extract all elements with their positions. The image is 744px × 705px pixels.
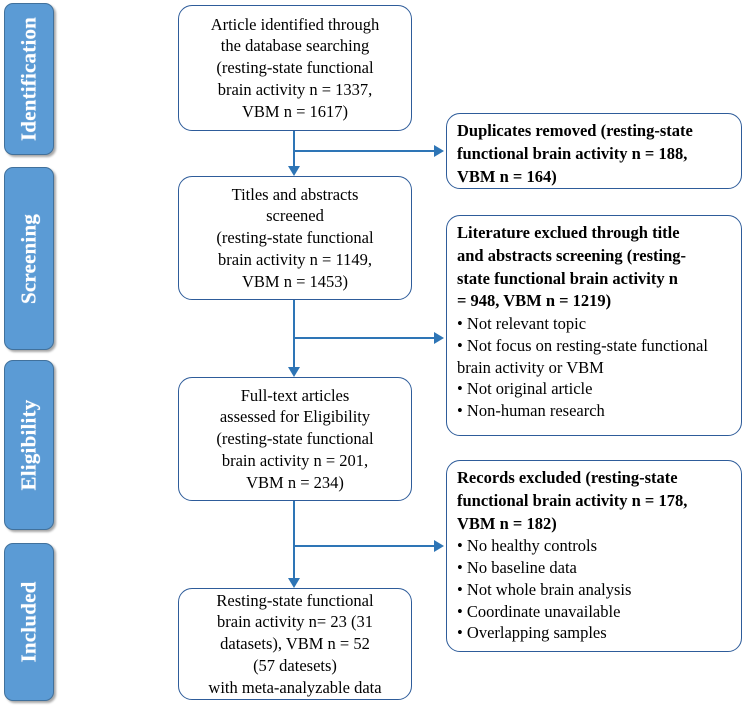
box-litexcluded-bullet-2: Not focus on resting-state functional br… — [457, 335, 731, 379]
box-included-line-5: with meta-analyzable data — [208, 677, 382, 697]
box-included-studies: Resting-state functional brain activity … — [178, 588, 412, 700]
stage-label-included: Included — [16, 581, 41, 663]
box-identified-line-3: (resting-state functional — [216, 58, 374, 78]
box-screened-line-5: VBM n = 1453) — [241, 271, 349, 291]
box-fulltext-line-1: Full-text articles — [240, 385, 350, 405]
box-identified-line-4: brain activity n = 1337, — [217, 79, 373, 99]
box-records-excluded: Records excluded (resting-state function… — [446, 460, 742, 652]
connector-fulltext-to-records-excluded — [293, 545, 436, 547]
box-included-line-2: brain activity n= 23 (31 — [217, 612, 373, 632]
box-recexcluded-bullet-5: Overlapping samples — [457, 622, 731, 644]
connector-screened-to-fulltext — [293, 300, 295, 370]
stage-banner-identification: Identification — [4, 3, 54, 155]
arrowhead-to-records-excluded — [434, 540, 444, 552]
box-included-line-4: (57 datesets) — [253, 655, 337, 675]
box-recexcluded-bullet-4: Coordinate unavailable — [457, 601, 731, 623]
box-fulltext-line-3: (resting-state functional — [216, 429, 374, 449]
box-litexcluded-line-1: Literature exclued through title — [457, 223, 680, 242]
box-litexcluded-line-3: state functional brain activity n — [457, 268, 678, 288]
box-litexcluded-bullet-1: Not relevant topic — [457, 313, 731, 335]
box-titles-abstracts-screened: Titles and abstracts screened (resting-s… — [178, 176, 412, 300]
box-screened-line-3: (resting-state functional — [216, 228, 374, 248]
box-recexcluded-bullet-list: No healthy controls No baseline data Not… — [457, 535, 731, 644]
box-duplicates-removed: Duplicates removed (resting-state functi… — [446, 113, 742, 189]
box-recexcluded-bullet-1: No healthy controls — [457, 535, 731, 557]
box-identified-line-2: the database searching — [220, 36, 370, 56]
arrowhead-to-duplicates — [434, 145, 444, 157]
box-fulltext-line-4: brain activity n = 201, — [221, 450, 369, 470]
stage-label-screening: Screening — [16, 213, 41, 304]
stage-banner-screening: Screening — [4, 167, 54, 350]
box-literature-excluded: Literature exclued through title and abs… — [446, 215, 742, 436]
stage-banner-eligibility: Eligibility — [4, 360, 54, 530]
connector-identified-to-duplicates — [293, 150, 436, 152]
box-litexcluded-bullet-3: Not original article — [457, 378, 731, 400]
connector-fulltext-to-included — [293, 501, 295, 581]
box-fulltext-line-5: VBM n = 234) — [246, 472, 344, 492]
box-screened-line-4: brain activity n = 1149, — [218, 249, 372, 269]
box-identified-line-5: VBM n = 1617) — [241, 101, 349, 121]
stage-label-eligibility: Eligibility — [16, 399, 41, 491]
box-articles-identified: Article identified through the database … — [178, 5, 412, 131]
box-recexcluded-line-1: Records excluded (resting-state — [457, 468, 678, 487]
box-litexcluded-bullet-list: Not relevant topic Not focus on resting-… — [457, 313, 731, 422]
arrowhead-to-literature-excluded — [434, 332, 444, 344]
box-screened-line-1: Titles and abstracts — [231, 184, 359, 204]
box-fulltext-assessed: Full-text articles assessed for Eligibil… — [178, 377, 412, 501]
box-included-line-3: datasets), VBM n = 52 — [220, 634, 370, 654]
box-recexcluded-bullet-2: No baseline data — [457, 557, 731, 579]
arrowhead-to-screened — [288, 166, 300, 176]
box-duplicates-line-1: Duplicates removed (resting-state — [457, 121, 693, 140]
box-litexcluded-bullet-4: Non-human research — [457, 400, 731, 422]
box-duplicates-line-2: functional brain activity n = 188, — [457, 143, 688, 163]
box-recexcluded-bullet-3: Not whole brain analysis — [457, 579, 731, 601]
connector-screened-to-literature-excluded — [293, 337, 436, 339]
stage-banner-included: Included — [4, 543, 54, 701]
arrowhead-to-fulltext — [288, 367, 300, 377]
box-screened-line-2: screened — [266, 206, 324, 226]
box-recexcluded-line-2: functional brain activity n = 178, — [457, 490, 688, 510]
box-fulltext-line-2: assessed for Eligibility — [219, 407, 371, 427]
arrowhead-to-included — [288, 578, 300, 588]
box-included-line-1: Resting-state functional — [216, 590, 374, 610]
box-litexcluded-line-4: = 948, VBM n = 1219) — [457, 291, 612, 311]
box-recexcluded-line-3: VBM n = 182) — [457, 513, 557, 533]
box-duplicates-line-3: VBM n = 164) — [457, 166, 557, 186]
stage-label-identification: Identification — [16, 16, 41, 142]
box-litexcluded-line-2: and abstracts screening (resting- — [457, 245, 687, 265]
box-identified-line-1: Article identified through — [210, 14, 380, 34]
